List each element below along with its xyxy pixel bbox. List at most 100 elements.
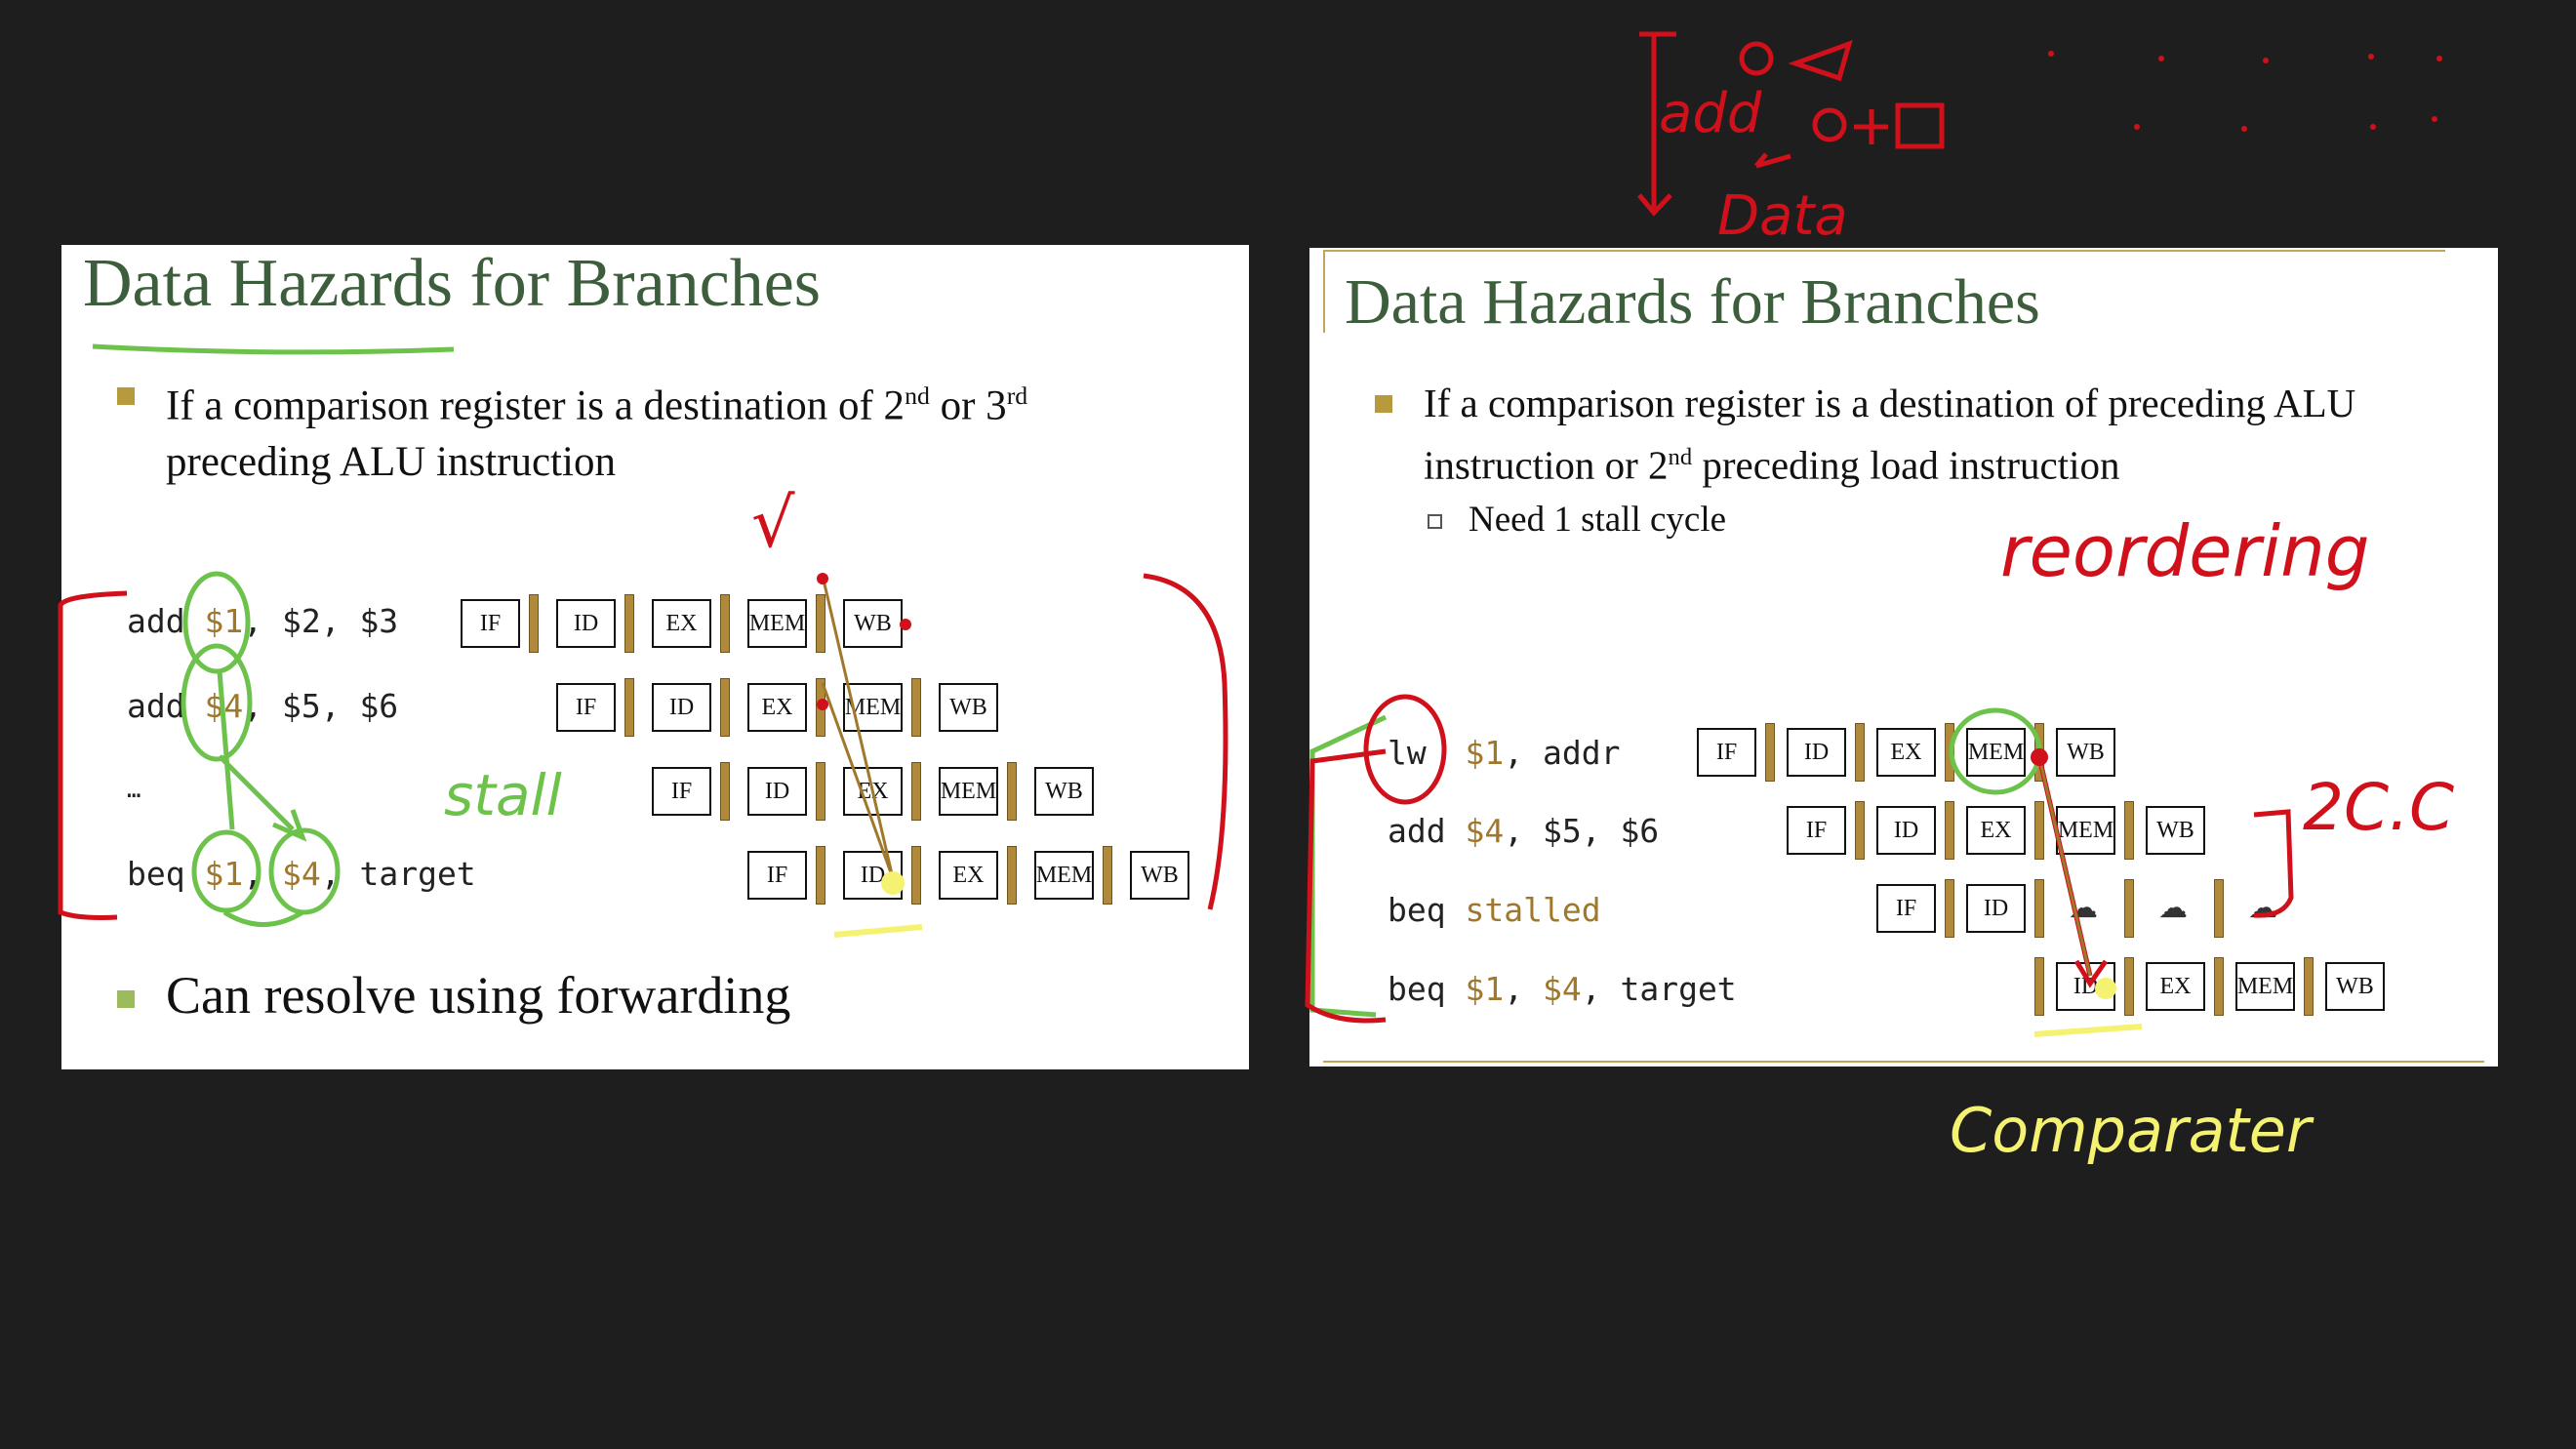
pipeline-latch (720, 762, 730, 821)
instruction-row: beq stalled (1388, 891, 1601, 929)
pipeline-latch (2124, 957, 2134, 1016)
stage-ex: EX (843, 767, 903, 816)
pipeline-latch (624, 594, 634, 653)
pipeline-latch (1945, 879, 1954, 938)
top-plus-mark (1854, 109, 1888, 144)
pipeline-latch (2124, 801, 2134, 860)
pipeline-latch (2034, 879, 2044, 938)
pipeline-latch (911, 678, 921, 737)
stage-mem: MEM (1966, 728, 2026, 777)
pipeline-latch (624, 678, 634, 737)
instruction-row: add $4, $5, $6 (127, 687, 399, 725)
pipeline-latch (2214, 879, 2224, 938)
stage-if: IF (747, 851, 807, 900)
pipeline-latch (2034, 801, 2044, 860)
pipeline-latch (1103, 846, 1112, 905)
stage-ex: EX (1876, 728, 1936, 777)
stage-wb: WB (1130, 851, 1189, 900)
pipeline-latch (2034, 957, 2044, 1016)
pipeline-latch (1945, 801, 1954, 860)
bullet-comparison-register: If a comparison register is a destinatio… (1375, 376, 2487, 493)
instruction-row: lw $1, addr (1388, 734, 1621, 772)
slide-title: Data Hazards for Branches (83, 246, 822, 321)
stage-ex: EX (939, 851, 998, 900)
stage-mem: MEM (2235, 962, 2295, 1011)
top-arrow-mark (1637, 31, 1676, 217)
stage-mem: MEM (747, 599, 807, 648)
instruction-row: add $1, $2, $3 (127, 602, 399, 640)
comparator-note: Comparater (1950, 1095, 2314, 1166)
stage-id: ID (652, 683, 711, 732)
pipeline-latch (1945, 723, 1954, 782)
stage-ex: EX (2146, 962, 2205, 1011)
stage-wb: WB (939, 683, 998, 732)
pipeline-latch (816, 846, 825, 905)
stage-wb: WB (2056, 728, 2115, 777)
top-circle-mark (1739, 41, 1774, 76)
dotted-notes-mark (2048, 51, 2442, 132)
top-add-note: add (1659, 82, 1762, 145)
pipeline-latch (2304, 957, 2314, 1016)
top-rule (1323, 250, 2445, 252)
slide-title: Data Hazards for Branches (1345, 266, 2040, 338)
stage-wb: WB (2146, 806, 2205, 855)
stage-if: IF (556, 683, 616, 732)
bullet-square-icon (117, 990, 135, 1008)
top-circle-mark (1812, 107, 1847, 142)
stage-if: IF (652, 767, 711, 816)
pipeline-latch (720, 678, 730, 737)
stage-mem: MEM (1034, 851, 1094, 900)
slide-left: Data Hazards for Branches If a compariso… (61, 245, 1249, 1069)
stage-ex: EX (747, 683, 807, 732)
pipeline-latch (816, 762, 825, 821)
stage-if: IF (1787, 806, 1846, 855)
stage-ex: EX (652, 599, 711, 648)
bullet-square-icon (117, 387, 135, 405)
bullet-square-icon (1375, 395, 1392, 413)
top-data-note: Data (1717, 184, 1848, 248)
stage-mem: MEM (939, 767, 998, 816)
stage-mem: MEM (2056, 806, 2115, 855)
instruction-row: add $4, $5, $6 (1388, 812, 1660, 850)
pipeline-latch (1855, 801, 1865, 860)
top-shape-mark (1788, 39, 1853, 82)
pipeline-latch (2124, 879, 2134, 938)
stage-if: IF (461, 599, 520, 648)
bullet-forwarding: Can resolve using forwarding (117, 967, 790, 1024)
stage-id: ID (1966, 884, 2026, 933)
pipeline-latch (2034, 723, 2044, 782)
stage-ex: EX (1966, 806, 2026, 855)
instruction-row: … (127, 776, 141, 803)
stage-id: ID (747, 767, 807, 816)
left-rule (1323, 250, 1325, 333)
stage-id: ID (1787, 728, 1846, 777)
pipeline-latch (2214, 957, 2224, 1016)
pipeline-latch (816, 594, 825, 653)
pipeline-latch (1855, 723, 1865, 782)
stage-id: ID (843, 851, 903, 900)
stage-wb: WB (2325, 962, 2385, 1011)
bullet-square-icon (1428, 514, 1442, 529)
stage-wb: WB (843, 599, 903, 648)
sub-bullet-stall: Need 1 stall cycle (1428, 499, 1726, 541)
stage-id: ID (556, 599, 616, 648)
pipeline-latch (911, 762, 921, 821)
stall-bubble-icon: ☁ (2248, 892, 2277, 924)
pipeline-latch (720, 594, 730, 653)
pipeline-latch (816, 678, 825, 737)
top-arrow-mark (1754, 152, 1791, 169)
pipeline-latch (1007, 762, 1017, 821)
pipeline-latch (1007, 846, 1017, 905)
stage-if: IF (1697, 728, 1756, 777)
stage-if: IF (1876, 884, 1936, 933)
instruction-row: beq $1, $4, target (1388, 970, 1737, 1008)
bullet-comparison-register: If a comparison register is a destinatio… (117, 368, 1220, 491)
bottom-rule (1323, 1061, 2484, 1063)
stage-mem: MEM (843, 683, 903, 732)
stall-bubble-icon: ☁ (2069, 892, 2098, 924)
stage-id: ID (2056, 962, 2115, 1011)
pipeline-latch (1765, 723, 1775, 782)
instruction-row: beq $1, $4, target (127, 855, 476, 893)
pipeline-latch (911, 846, 921, 905)
slide-right: Data Hazards for Branches If a compariso… (1309, 248, 2498, 1067)
